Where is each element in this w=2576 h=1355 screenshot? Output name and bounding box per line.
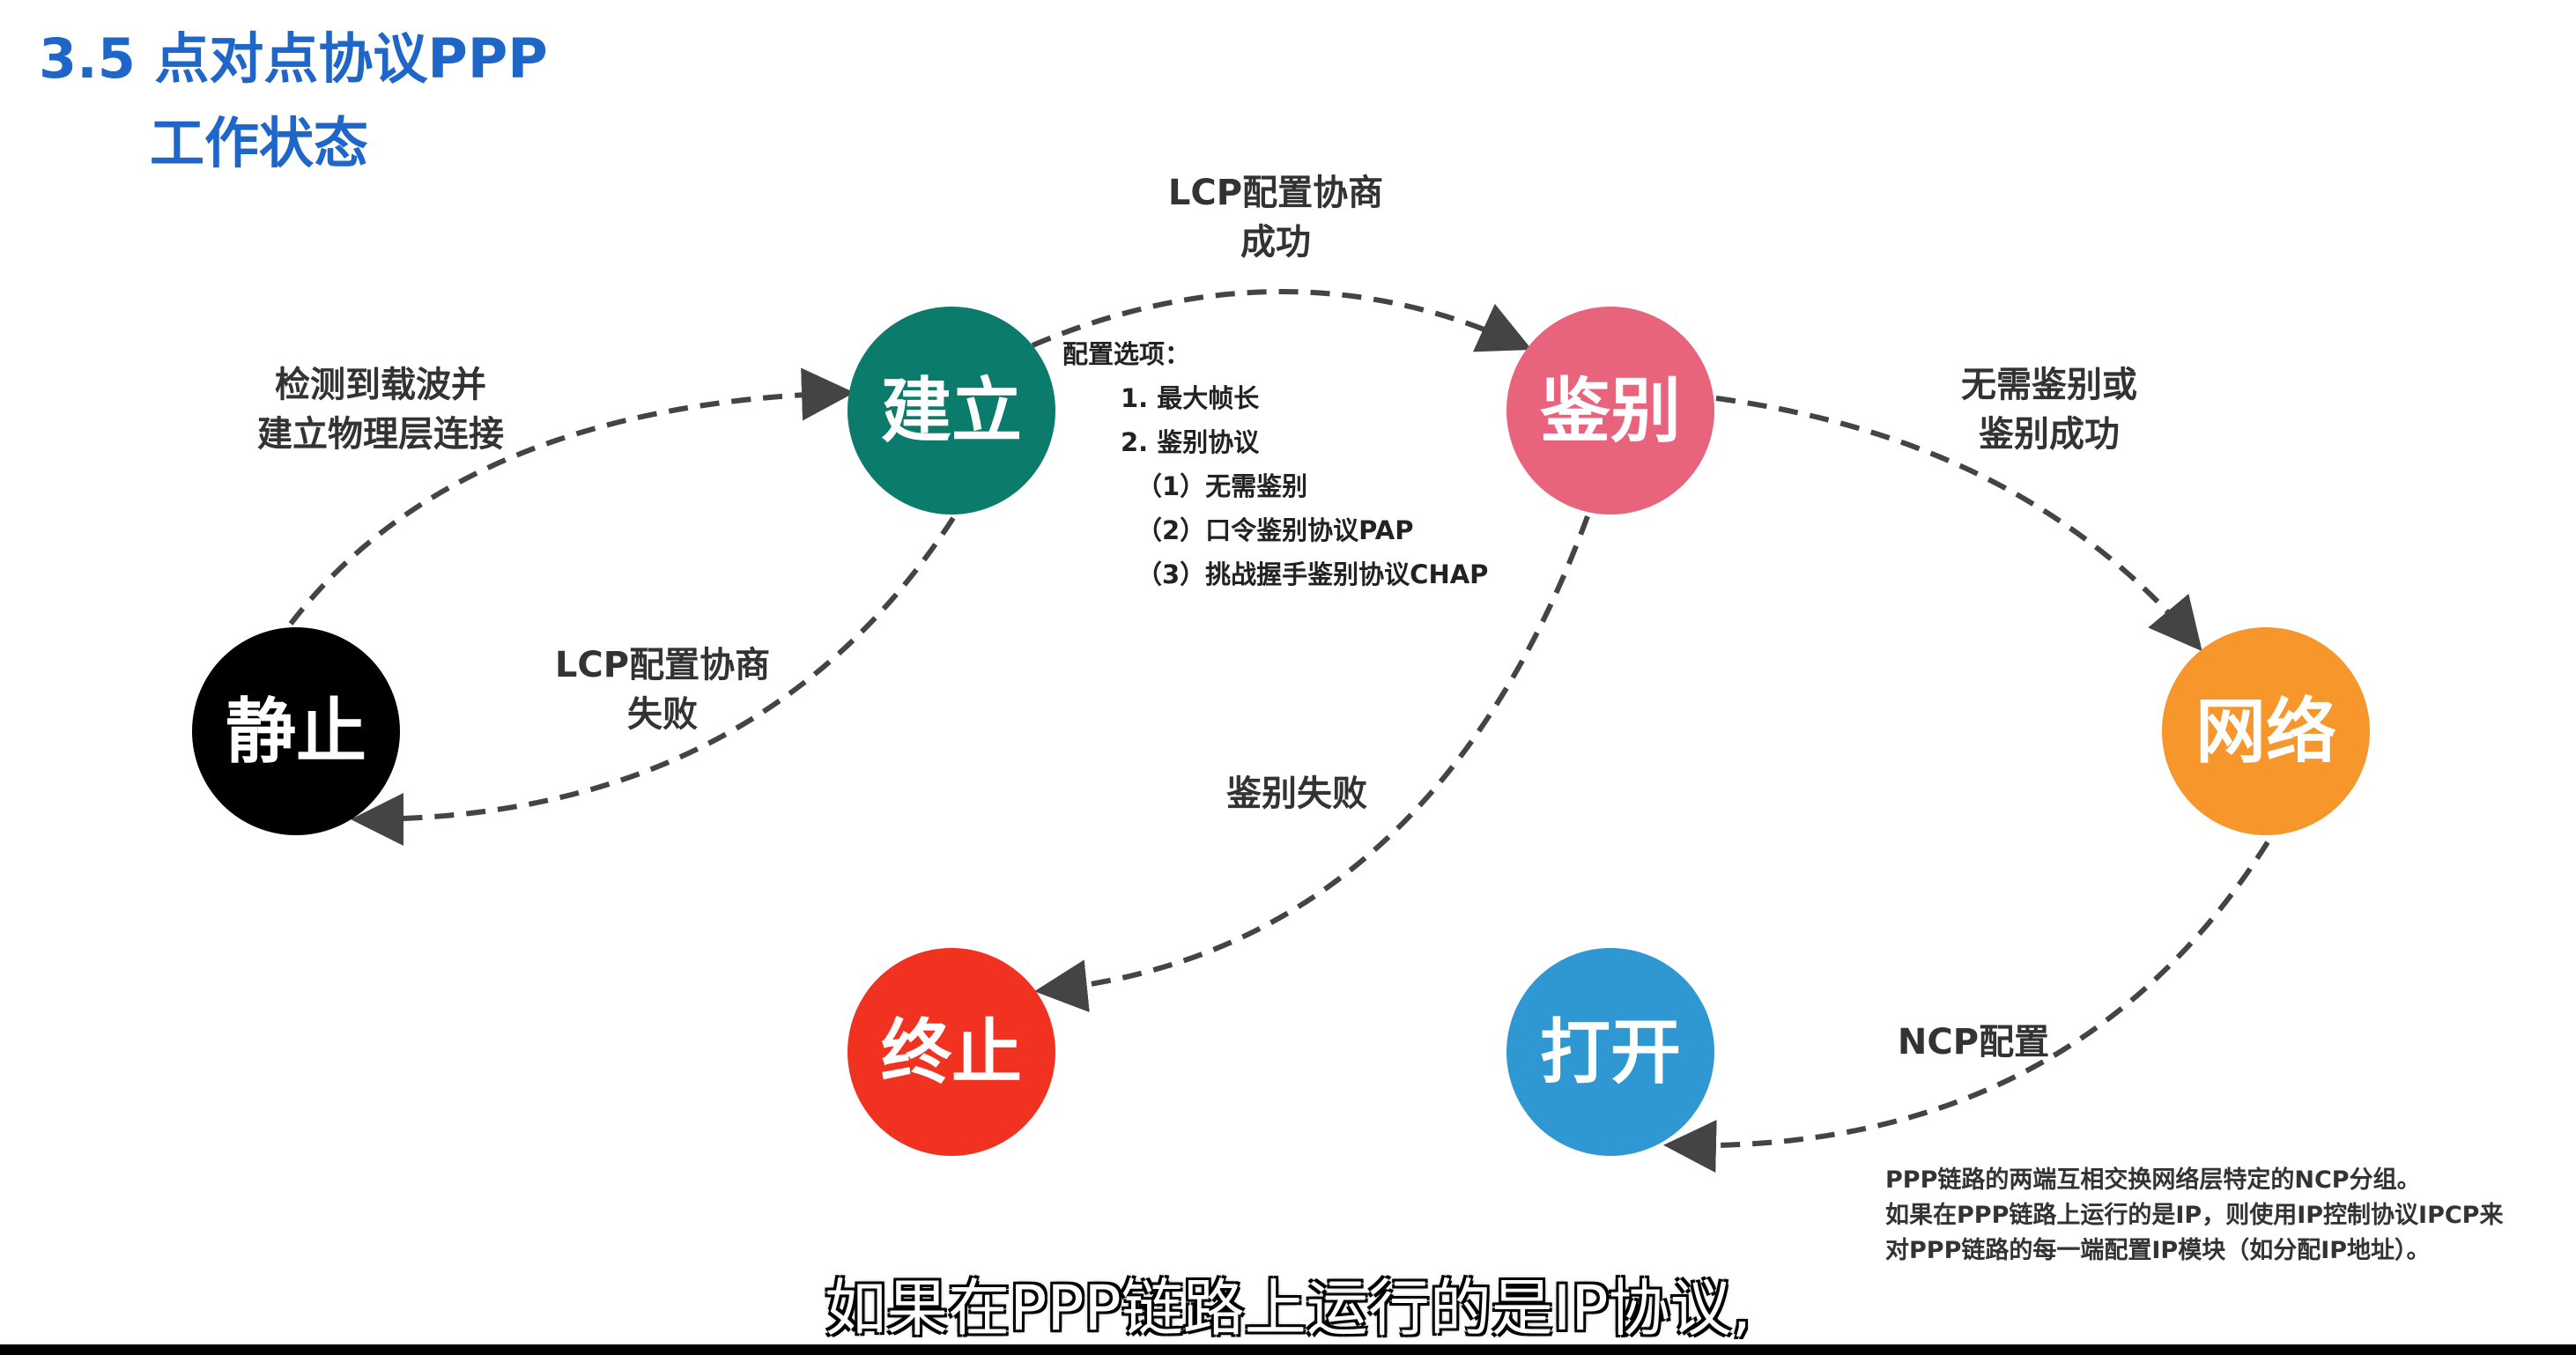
label-carrier-line2: 建立物理层连接	[257, 414, 504, 455]
state-static: 静止	[192, 627, 400, 835]
arrow-establish-to-auth	[1031, 289, 1532, 352]
state-establish-circle	[848, 307, 1055, 515]
state-open-circle	[1506, 948, 1714, 1156]
label-lcp-success-line2: 成功	[1240, 222, 1311, 263]
state-establish-label: 建立	[881, 370, 1022, 452]
state-auth-circle	[1506, 307, 1714, 515]
arrow-static-to-establish	[288, 367, 855, 626]
slide-title: 3.5 点对点协议PPP	[39, 26, 548, 91]
label-auth-success-line2: 鉴别成功	[1979, 414, 2120, 455]
arrow-auth-to-network	[1715, 396, 2202, 652]
label-auth-fail: 鉴别失败	[1226, 774, 1367, 814]
config-option-item: 1. 最大帧长	[1121, 383, 1260, 413]
bottom-strip	[0, 1344, 2576, 1355]
state-static-label: 静止	[226, 691, 366, 773]
state-auth: 鉴别	[1506, 307, 1714, 515]
arrow-establish-to-static	[351, 516, 956, 846]
config-option-item: 2. 鉴别协议	[1121, 427, 1260, 457]
arrow-auth-to-terminate	[1034, 515, 1590, 1012]
ncp-note: PPP链路的两端互相交换网络层特定的NCP分组。 如果在PPP链路上运行的是IP…	[1885, 1166, 2503, 1264]
video-subtitle: 如果在PPP链路上运行的是IP协议,	[825, 1272, 1751, 1344]
state-terminate-label: 终止	[881, 1011, 1022, 1093]
state-establish: 建立	[848, 307, 1055, 515]
config-option-item: （3）挑战握手鉴别协议CHAP	[1136, 559, 1488, 589]
config-option-item: （1）无需鉴别	[1136, 471, 1307, 501]
state-open-label: 打开	[1540, 1011, 1681, 1093]
config-options-heading: 配置选项：	[1062, 339, 1190, 369]
state-auth-label: 鉴别	[1539, 370, 1681, 452]
config-options: 配置选项： 1. 最大帧长 2. 鉴别协议 （1）无需鉴别 （2）口令鉴别协议P…	[1062, 339, 1488, 589]
label-auth-success-line1: 无需鉴别或	[1961, 365, 2137, 405]
label-lcp-success-line1: LCP配置协商	[1168, 173, 1383, 213]
state-static-circle	[192, 627, 400, 835]
label-lcp-fail-line2: 失败	[627, 694, 698, 735]
state-open: 打开	[1506, 948, 1714, 1156]
state-terminate-circle	[848, 948, 1055, 1156]
state-network: 网络	[2162, 627, 2370, 835]
config-option-item: （2）口令鉴别协议PAP	[1136, 515, 1413, 545]
ncp-note-line: 对PPP链路的每一端配置IP模块（如分配IP地址）。	[1885, 1236, 2431, 1264]
label-carrier-line1: 检测到载波并	[275, 365, 486, 405]
ncp-note-line: PPP链路的两端互相交换网络层特定的NCP分组。	[1885, 1166, 2421, 1194]
label-ncp: NCP配置	[1898, 1022, 2049, 1063]
ncp-note-line: 如果在PPP链路上运行的是IP，则使用IP控制协议IPCP来	[1885, 1201, 2503, 1229]
state-network-circle	[2162, 627, 2370, 835]
arrow-network-to-open	[1663, 840, 2270, 1174]
state-network-label: 网络	[2195, 691, 2336, 773]
slide-subtitle: 工作状态	[150, 111, 369, 175]
state-terminate: 终止	[848, 948, 1055, 1156]
label-lcp-fail-line1: LCP配置协商	[555, 645, 770, 685]
